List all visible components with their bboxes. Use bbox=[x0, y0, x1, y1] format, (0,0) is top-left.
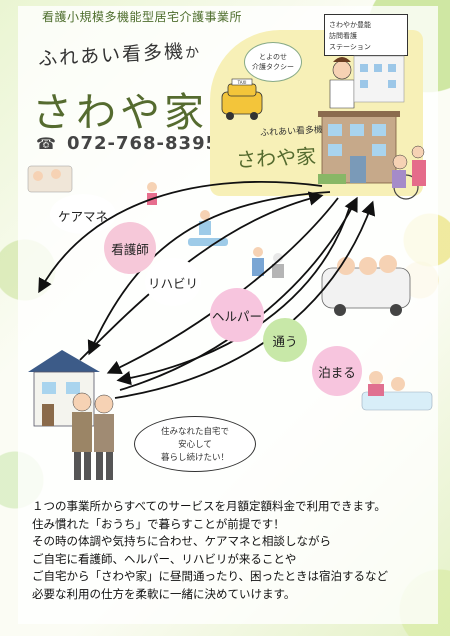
wheelchair-icon bbox=[392, 145, 426, 200]
service-stay: 泊まる bbox=[312, 346, 362, 396]
service-caremane: ケアマネ bbox=[57, 208, 108, 224]
taxi-label: とよのせ介護タクシー bbox=[244, 42, 302, 82]
day-service-van-icon bbox=[321, 255, 411, 316]
speech-bubble: 住みなれた自宅で 安心して 暮らし続けたい！ bbox=[134, 416, 256, 472]
service-day: 通う bbox=[263, 318, 307, 362]
page-subtitle: 看護小規模多機能型居宅介護事業所 bbox=[42, 10, 243, 24]
elderly-couple-illustration bbox=[72, 392, 114, 480]
description-line: 必要な利用の仕方を柔軟に一緒に決めていけます。 bbox=[32, 586, 296, 601]
nurse-figure-icon bbox=[329, 57, 355, 109]
station-building-icon bbox=[353, 55, 405, 103]
service-nurse: 看護師 bbox=[104, 222, 156, 274]
description-line: その時の体調や気持ちに合わせ、ケアマネと相談しながら bbox=[32, 534, 331, 548]
service-rehab: リハビリ bbox=[145, 258, 201, 306]
nursing-station-label: さわやか豊能訪問看護ステーション bbox=[324, 14, 408, 56]
facility-building-icon bbox=[318, 111, 400, 184]
care-manager-illustration bbox=[27, 165, 73, 193]
service-helper: ヘルパー bbox=[210, 288, 264, 342]
taxi-sign: TAXI bbox=[237, 80, 247, 85]
description-text: １つの事業所からすべてのサービスを月額定額料金で利用できます。 住み慣れた「おう… bbox=[32, 498, 432, 603]
taxi-icon: TAXI bbox=[221, 78, 263, 120]
page-title: さわや家 bbox=[32, 90, 208, 136]
description-line: ご自宅に看護師、ヘルパー、リハビリが来ることや bbox=[32, 551, 297, 566]
description-line: １つの事業所からすべてのサービスを月額定額料金で利用できます。 bbox=[32, 499, 386, 513]
phone-number: ☎072-768-8395 bbox=[36, 133, 220, 154]
description-line: 住み慣れた「おうち」で暮らすことが前提です！ bbox=[32, 516, 285, 531]
description-line: ご自宅から「さわや家」に昼間通ったり、困ったときは宿泊するなど bbox=[32, 569, 389, 583]
overnight-bed-illustration bbox=[361, 371, 433, 411]
phone-icon: ☎ bbox=[36, 134, 57, 153]
